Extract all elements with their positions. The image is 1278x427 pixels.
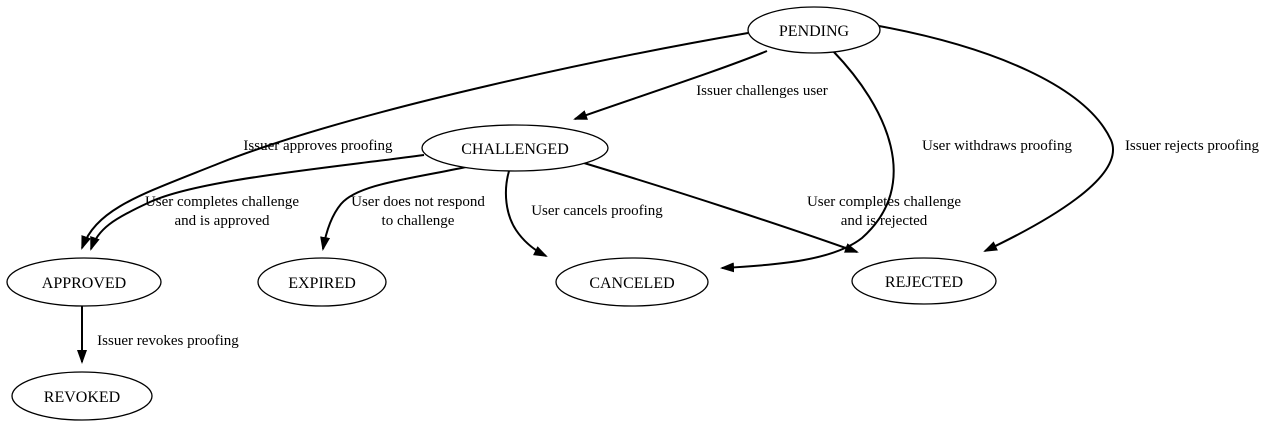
state-node-approved: APPROVED bbox=[6, 257, 162, 307]
state-label-canceled: CANCELED bbox=[589, 275, 674, 292]
state-label-expired: EXPIRED bbox=[288, 275, 356, 292]
state-ellipse-revoked bbox=[11, 371, 153, 421]
edge-line-challenged-approved bbox=[90, 154, 425, 251]
edge-label-issuer-revokes-proofing: Issuer revokes proofing bbox=[97, 333, 239, 349]
state-ellipse-canceled bbox=[555, 257, 709, 307]
state-label-rejected: REJECTED bbox=[885, 274, 963, 291]
edge-label-issuer-rejects-proofing: Issuer rejects proofing bbox=[1125, 138, 1260, 154]
edge-pending-approved: Issuer approves proofing bbox=[81, 32, 749, 250]
state-node-canceled: CANCELED bbox=[555, 257, 709, 307]
state-label-approved: APPROVED bbox=[42, 275, 126, 292]
state-ellipse-expired bbox=[257, 257, 387, 307]
edge-line-pending-approved bbox=[81, 32, 749, 250]
edge-line-pending-challenged bbox=[573, 50, 768, 120]
state-label-pending: PENDING bbox=[779, 23, 850, 40]
state-label-challenged: CHALLENGED bbox=[461, 141, 569, 158]
edge-line-pending-canceled bbox=[720, 50, 895, 273]
edge-label-user-completes-challenge-approved-line1: User completes challenge bbox=[145, 194, 299, 210]
edge-pending-rejected: Issuer rejects proofing bbox=[878, 25, 1260, 252]
edge-label-user-withdraws-proofing: User withdraws proofing bbox=[922, 138, 1072, 154]
edge-label-user-completes-challenge-approved-line2: and is approved bbox=[175, 213, 270, 229]
edge-label-user-cancels-proofing: User cancels proofing bbox=[531, 203, 663, 219]
edge-label-issuer-challenges-user: Issuer challenges user bbox=[696, 83, 828, 99]
edge-challenged-rejected: User completes challenge and is rejected bbox=[583, 162, 961, 253]
edge-line-challenged-canceled bbox=[504, 170, 548, 257]
edge-label-user-does-not-respond-line2: to challenge bbox=[382, 213, 455, 229]
edge-label-user-does-not-respond-line1: User does not respond bbox=[351, 194, 485, 210]
state-ellipse-rejected bbox=[851, 257, 997, 305]
edge-pending-challenged: Issuer challenges user bbox=[573, 50, 828, 120]
state-label-revoked: REVOKED bbox=[44, 389, 120, 406]
state-ellipse-challenged bbox=[421, 124, 609, 172]
edge-pending-canceled: User withdraws proofing bbox=[720, 50, 1072, 273]
edge-label-issuer-approves-proofing: Issuer approves proofing bbox=[243, 138, 393, 154]
state-node-pending: PENDING bbox=[747, 6, 881, 54]
edge-line-pending-rejected bbox=[878, 25, 1114, 252]
edge-line-challenged-rejected bbox=[583, 162, 859, 253]
edge-challenged-expired: User does not respond to challenge bbox=[320, 166, 485, 251]
edge-challenged-canceled: User cancels proofing bbox=[504, 170, 663, 257]
state-node-challenged: CHALLENGED bbox=[421, 124, 609, 172]
state-ellipse-pending bbox=[747, 6, 881, 54]
state-node-expired: EXPIRED bbox=[257, 257, 387, 307]
edge-line-challenged-expired bbox=[320, 166, 467, 251]
state-node-rejected: REJECTED bbox=[851, 257, 997, 305]
state-node-revoked: REVOKED bbox=[11, 371, 153, 421]
edge-challenged-approved: User completes challenge and is approved bbox=[90, 154, 425, 251]
edge-label-user-completes-challenge-rejected-line2: and is rejected bbox=[841, 213, 928, 229]
edge-approved-revoked: Issuer revokes proofing bbox=[77, 306, 239, 364]
edge-label-user-completes-challenge-rejected-line1: User completes challenge bbox=[807, 194, 961, 210]
state-ellipse-approved bbox=[6, 257, 162, 307]
